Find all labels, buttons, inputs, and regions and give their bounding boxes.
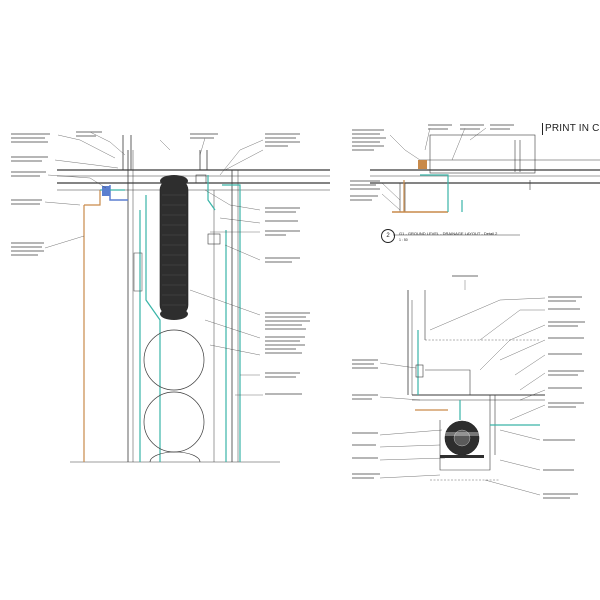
water-pipe [145,195,161,462]
drainage-pipe [84,190,101,206]
valve-box [415,364,424,378]
storage-tank [149,451,201,463]
plan-pipes [392,160,463,213]
section-marker-icon: 2 [381,229,395,243]
equipment-box [133,252,143,292]
pump-icon [440,420,484,458]
section-title: G1 - GROUND LEVEL - DRAINAGE LAYOUT - De… [399,231,498,236]
storage-tank [143,329,205,391]
vessel-cap [160,175,188,187]
leader-lines-left [44,131,264,396]
water-pipe [207,175,216,211]
vessel-body [159,179,189,316]
filter-vessel [159,175,189,320]
leader-lines-pump [379,280,546,496]
valve-box [207,233,221,245]
valve-box [195,174,207,184]
pump-section [407,290,545,481]
pump-pipes [415,330,540,426]
left-elevation [57,135,330,463]
left-pipes [83,175,241,462]
water-pipe [420,174,449,212]
water-pipe [222,184,241,462]
vessel-cap [160,308,188,320]
vent-pipe [109,185,128,201]
plan-detail [370,134,600,212]
note-blocks-plan [350,124,514,201]
note-blocks-pump [352,275,585,499]
pipe-valve-icon [102,186,110,196]
pipe-valve-icon [418,160,427,169]
storage-tank [143,391,205,453]
print-in-colour-label: PRINT IN COLOU [542,123,600,135]
note-blocks-left [11,131,310,395]
section-scale: 1 : 50 [399,238,408,242]
leader-lines-plan [381,127,487,211]
